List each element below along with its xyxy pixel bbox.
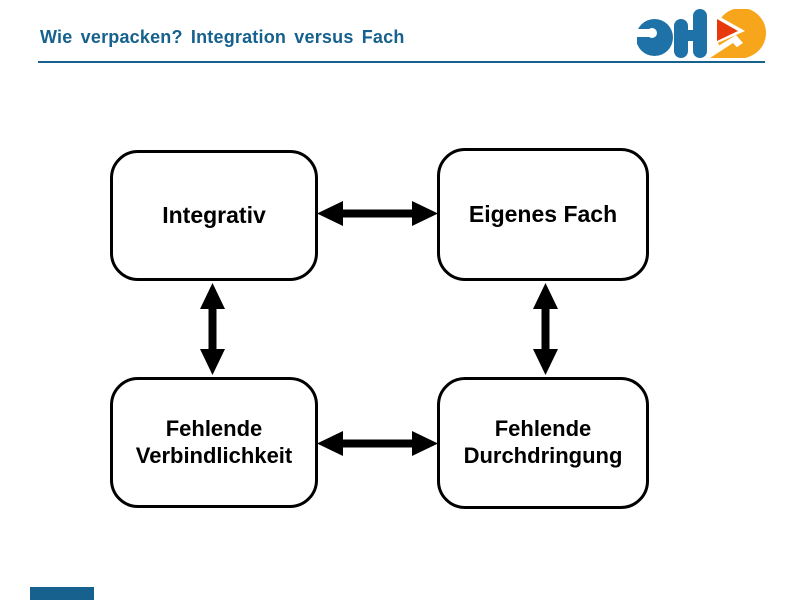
arrow-integrativ-verbindlichkeit-icon	[200, 283, 225, 375]
node-eigenes-fach: Eigenes Fach	[437, 148, 649, 281]
phz-logo-icon	[637, 9, 766, 58]
logo-p-glyph	[637, 19, 673, 56]
node-fehlende-verbindlichkeit: Fehlende Verbindlichkeit	[110, 377, 318, 508]
node-fehlende-durchdringung: Fehlende Durchdringung	[437, 377, 649, 509]
header-rule	[38, 61, 765, 63]
arrow-verbindlichkeit-durchdringung-icon	[317, 431, 438, 456]
node-eigenes-fach-label: Eigenes Fach	[468, 201, 618, 228]
node-fehlende-verbindlichkeit-label: Fehlende Verbindlichkeit	[135, 415, 293, 468]
node-integrativ: Integrativ	[110, 150, 318, 281]
slide-title: Wie verpacken? Integration versus Fach	[40, 27, 405, 47]
arrow-integrativ-eigenesfach-icon	[317, 201, 438, 226]
node-integrativ-label: Integrativ	[162, 202, 266, 229]
arrow-eigenesfach-durchdringung-icon	[533, 283, 558, 375]
logo-h-glyph	[674, 9, 707, 58]
footer-bar	[30, 587, 94, 600]
node-fehlende-durchdringung-label: Fehlende Durchdringung	[463, 416, 623, 468]
logo-z-glyph	[707, 9, 766, 58]
